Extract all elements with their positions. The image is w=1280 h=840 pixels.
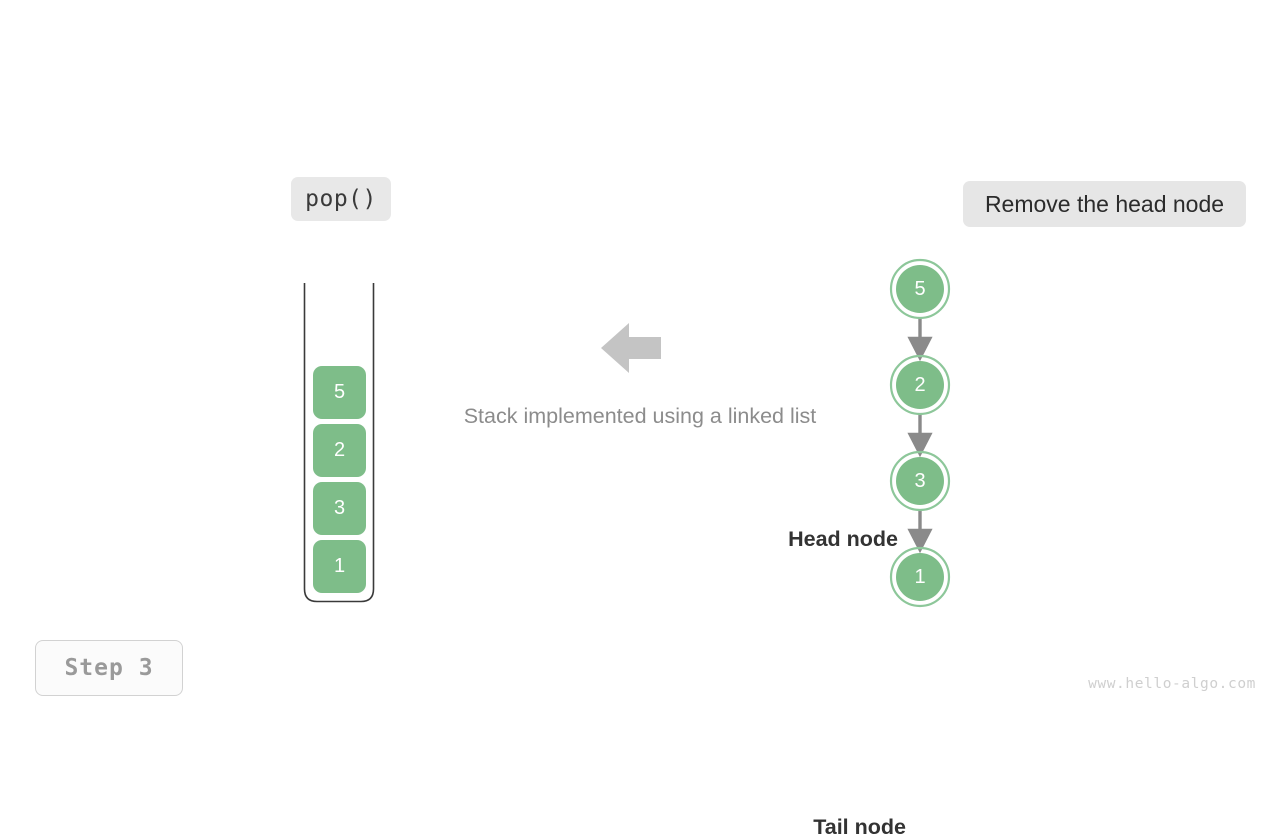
- list-node: 3: [889, 450, 951, 512]
- diagram-caption-text: Stack implemented using a linked list: [463, 404, 817, 428]
- stack-cell: 5: [313, 366, 366, 419]
- head-node-label: Head node: [788, 527, 898, 551]
- list-node: 2: [889, 354, 951, 416]
- step-badge: Step 3: [35, 640, 183, 696]
- list-node: 5: [889, 258, 951, 320]
- watermark: www.hello-algo.com: [1088, 676, 1256, 692]
- list-node-value: 3: [914, 470, 925, 492]
- stack-cell: 1: [313, 540, 366, 593]
- action-chip: Remove the head node: [963, 181, 1246, 227]
- diagram-canvas: pop() Remove the head node 5 2 3 1 Stack…: [0, 177, 1280, 839]
- list-node-value: 1: [914, 566, 925, 588]
- list-node-value: 2: [914, 374, 925, 396]
- stack-cell-list: 5 2 3 1: [313, 366, 366, 593]
- list-node: 1: [889, 546, 951, 608]
- tail-node-label: Tail node: [813, 815, 906, 839]
- list-node-value: 5: [914, 278, 925, 300]
- stack-cell: 3: [313, 482, 366, 535]
- stack-cell: 2: [313, 424, 366, 477]
- linked-list-container: 5 2 3 1 Head node Tail node: [740, 250, 1040, 839]
- stack-container: 5 2 3 1: [303, 283, 375, 603]
- linked-list-graphic: 5 2 3 1: [889, 258, 951, 608]
- flow-arrow-left-icon: [601, 323, 661, 373]
- operation-chip: pop(): [291, 177, 391, 221]
- diagram-caption: Stack implemented using a linked list: [0, 404, 1280, 429]
- stack-frame-outline: [303, 283, 375, 603]
